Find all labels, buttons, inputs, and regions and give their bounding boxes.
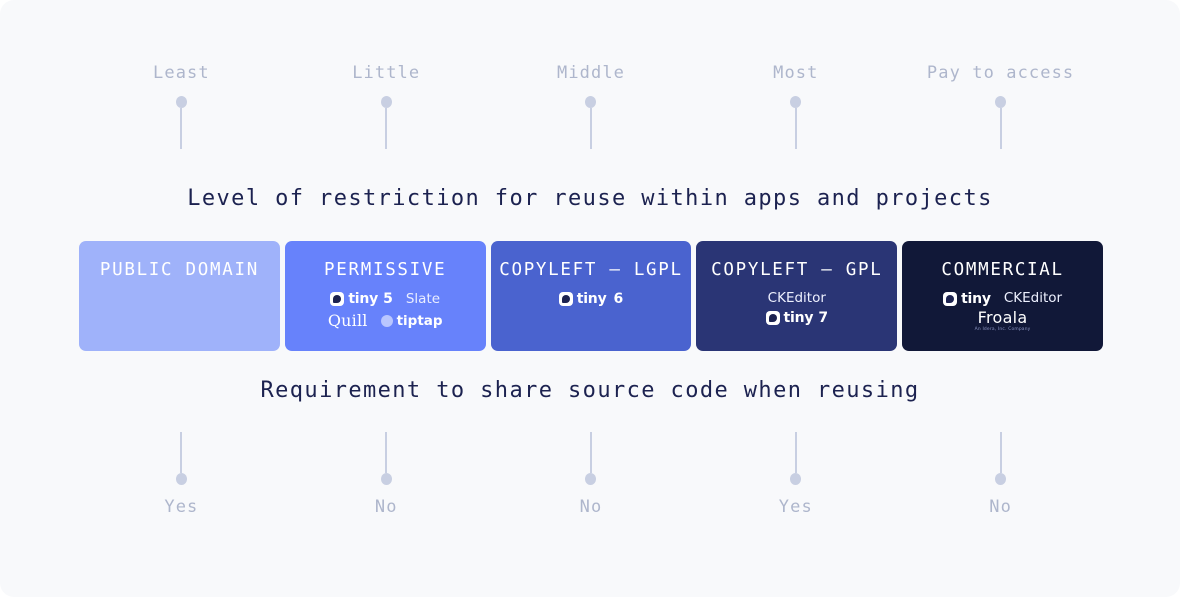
top-marker-little: Little [284,62,489,149]
license-card-copyleft-lgpl[interactable]: COPYLEFT — LGPL tiny 6 [490,241,692,351]
pin-marker-icon [175,473,187,485]
pin-marker-icon [175,96,187,108]
top-marker-least: Least [79,62,284,149]
tiny-logo-word: tiny [961,290,991,307]
top-marker-label: Most [773,63,819,83]
bottom-marker-label: Yes [164,497,199,517]
pin-stem-icon [794,108,797,149]
bottom-marker-permissive: No [284,432,489,518]
license-card-title: PERMISSIVE [324,260,447,280]
logo-tiny5: tiny 5 [330,290,393,307]
logo-line: tiny 6 [558,290,624,307]
pin-marker-icon [585,473,597,485]
pin-stem-icon [999,108,1002,149]
bottom-marker-label: No [374,497,398,517]
logo-line: Quill tiptap [328,312,443,329]
pin-marker-icon [380,96,392,108]
pin-marker-icon [995,96,1007,108]
license-card-logos: tiny 6 [558,290,624,307]
top-marker-label: Little [352,63,421,83]
license-band: PUBLIC DOMAIN PERMISSIVE tiny 5 Slate Qu… [79,241,1103,351]
tiny-logo-icon [330,291,345,306]
pin-marker-icon [790,96,802,108]
logo-ckeditor: CKEditor [767,290,826,306]
froala-logo-tagline: An Idera, Inc. Company [974,326,1031,332]
tiptap-logo-icon [380,314,393,327]
license-card-title: COMMERCIAL [941,260,1064,280]
bottom-marker-public-domain: Yes [79,432,284,518]
license-card-title: COPYLEFT — GPL [711,260,883,280]
license-card-title: COPYLEFT — LGPL [499,260,683,280]
license-card-title: PUBLIC DOMAIN [99,260,259,280]
bottom-marker-commercial: No [898,432,1103,518]
pin-stem-icon [385,108,388,149]
pin-stem-icon [589,108,592,149]
logo-tiny6: tiny 6 [558,290,624,307]
pin-marker-icon [995,473,1007,485]
license-card-public-domain[interactable]: PUBLIC DOMAIN [79,241,280,351]
tiny-logo-icon [943,291,958,306]
bottom-marker-copyleft-lgpl: No [489,432,694,518]
tiny-logo-version: 5 [383,290,393,307]
pin-marker-icon [585,96,597,108]
logo-tiny7: tiny 7 [765,309,829,326]
logo-quill: Quill [327,310,368,330]
tiny-logo-version: 7 [818,309,829,326]
pin-marker-icon [380,473,392,485]
license-card-logos: CKEditor tiny 7 [765,290,829,326]
license-card-copyleft-gpl[interactable]: COPYLEFT — GPL CKEditor tiny 7 [696,241,898,351]
logo-line: Froala An Idera, Inc. Company [975,309,1031,332]
pin-stem-icon [180,108,183,149]
top-axis-markers: Least Little Middle Most Pay to access [79,62,1103,149]
pin-stem-icon [385,432,388,473]
top-caption: Level of restriction for reuse within ap… [187,186,993,211]
tiny-logo-version: 6 [613,290,624,307]
pin-stem-icon [999,432,1002,473]
license-card-permissive[interactable]: PERMISSIVE tiny 5 Slate Quill tiptap [284,241,486,351]
top-marker-label: Least [153,63,210,83]
pin-stem-icon [794,432,797,473]
pin-stem-icon [180,432,183,473]
bottom-marker-label: Yes [778,497,813,517]
bottom-marker-label: No [989,497,1012,517]
tiptap-logo-word: tiptap [396,312,443,329]
license-card-logos: tiny CKEditor Froala An Idera, Inc. Comp… [943,290,1062,332]
tiny-logo-word: tiny [783,309,814,326]
logo-tiny: tiny [943,290,991,307]
bottom-marker-label: No [579,497,603,517]
bottom-axis-markers: Yes No No Yes No [79,432,1103,518]
tiny-logo-icon [558,291,573,306]
tiny-logo-word: tiny [576,290,607,307]
bottom-marker-copyleft-gpl: Yes [693,432,898,518]
license-card-commercial[interactable]: COMMERCIAL tiny CKEditor Froala An Idera… [902,241,1103,351]
logo-ckeditor: CKEditor [1003,290,1063,306]
top-marker-pay-to-access: Pay to access [898,62,1103,149]
logo-tiptap: tiptap [380,312,443,329]
top-marker-label: Pay to access [926,63,1075,83]
froala-logo-word: Froala [977,307,1028,327]
logo-line: tiny CKEditor [943,290,1062,307]
top-marker-middle: Middle [489,62,694,149]
pin-marker-icon [790,473,802,485]
logo-slate: Slate [405,290,441,307]
bottom-caption: Requirement to share source code when re… [260,378,920,403]
tiny-logo-icon [765,310,780,325]
tiny-logo-word: tiny [348,290,379,307]
logo-line: tiny 7 [765,309,829,326]
license-card-logos: tiny 5 Slate Quill tiptap [328,290,443,329]
top-marker-most: Most [693,62,898,149]
logo-line: tiny 5 Slate [330,290,440,307]
logo-line: CKEditor [768,290,826,307]
logo-froala: Froala An Idera, Inc. Company [975,309,1031,333]
pin-stem-icon [589,432,592,473]
top-marker-label: Middle [556,63,625,83]
